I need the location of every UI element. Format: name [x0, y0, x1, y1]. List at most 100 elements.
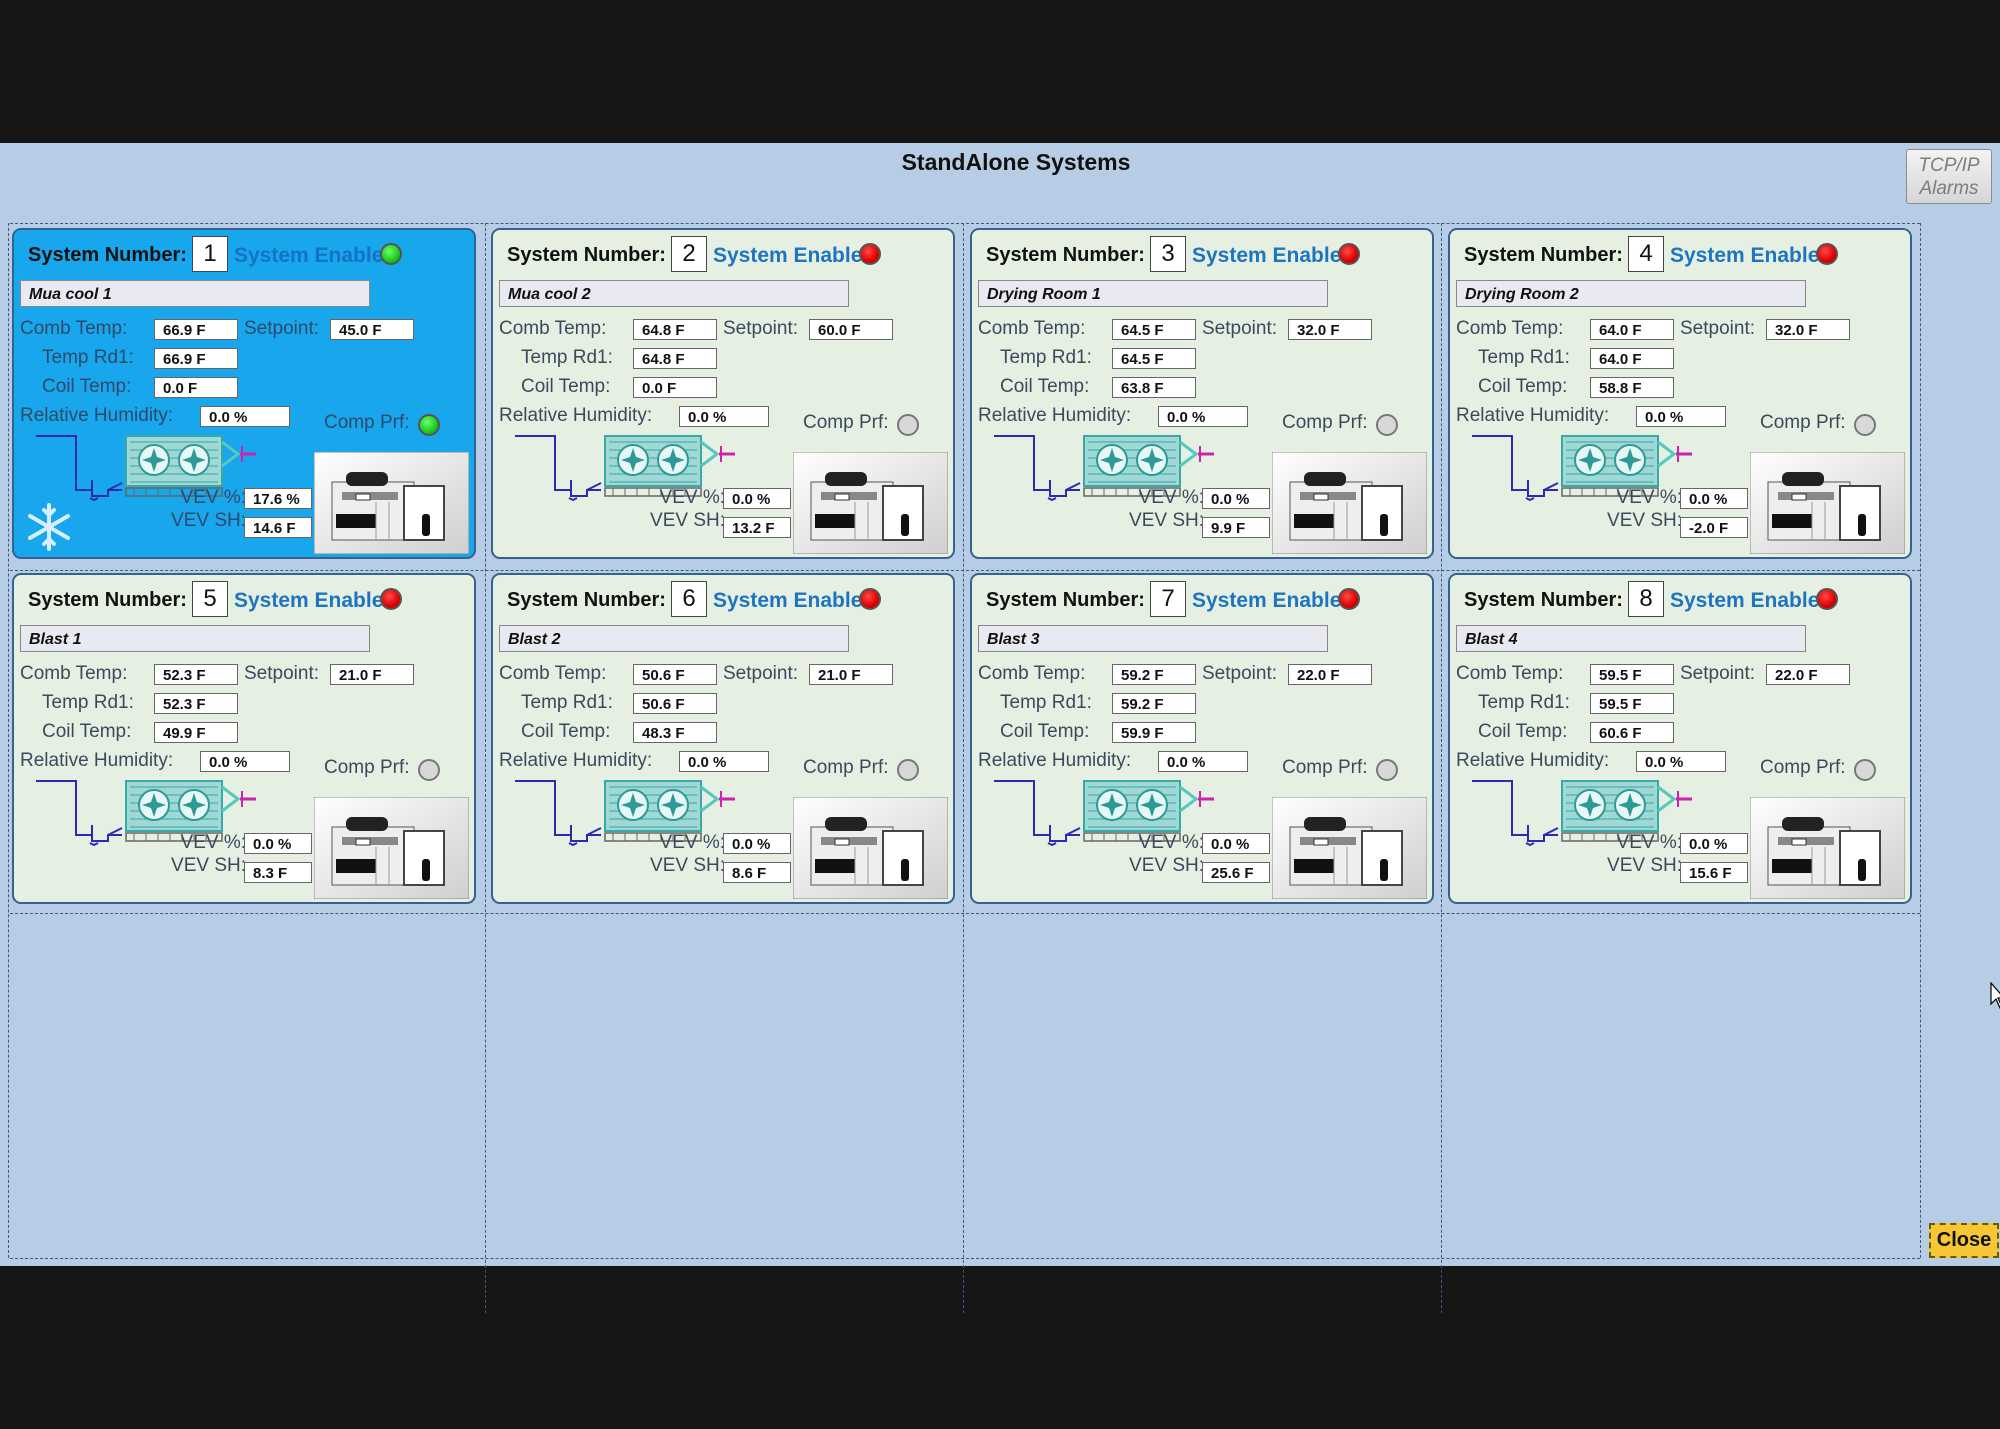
temp-rd1-value: 64.0 F: [1590, 348, 1674, 369]
system-panel[interactable]: System Number: 8 System Enable Blast 4 C…: [1448, 573, 1912, 904]
comb-temp-label: Comb Temp:: [978, 318, 1086, 339]
grid-line: [10, 223, 1920, 224]
system-panel[interactable]: System Number: 4 System Enable Drying Ro…: [1448, 228, 1912, 559]
temp-rd1-label: Temp Rd1:: [1478, 347, 1570, 368]
system-enable-indicator[interactable]: [1338, 588, 1360, 610]
grid-line: [963, 223, 964, 1313]
vev-pct-label: VEV %:: [180, 832, 246, 853]
alarms-label: Alarms: [1919, 178, 1979, 199]
system-panel[interactable]: System Number: 6 System Enable Blast 2 C…: [491, 573, 955, 904]
system-panel[interactable]: System Number: 1 System Enable Mua cool …: [12, 228, 476, 559]
setpoint-value[interactable]: 32.0 F: [1288, 319, 1372, 340]
system-enable-indicator[interactable]: [1816, 588, 1838, 610]
setpoint-value[interactable]: 21.0 F: [330, 664, 414, 685]
system-name-field[interactable]: Blast 3: [978, 625, 1328, 652]
system-name-field[interactable]: Mua cool 2: [499, 280, 849, 307]
coil-temp-label: Coil Temp:: [521, 376, 611, 397]
relative-humidity-value: 0.0 %: [679, 406, 769, 427]
system-number-label: System Number:: [28, 244, 187, 266]
vev-pct-value: 0.0 %: [1680, 488, 1748, 509]
screen-title: StandAlone Systems: [901, 149, 1131, 175]
system-enable-label: System Enable: [234, 244, 384, 267]
grid-line: [10, 570, 1920, 571]
coil-temp-value: 59.9 F: [1112, 722, 1196, 743]
system-enable-indicator[interactable]: [859, 588, 881, 610]
temp-rd1-label: Temp Rd1:: [1000, 692, 1092, 713]
relative-humidity-value: 0.0 %: [200, 406, 290, 427]
system-number-field[interactable]: 3: [1150, 236, 1186, 272]
setpoint-value[interactable]: 45.0 F: [330, 319, 414, 340]
setpoint-label: Setpoint:: [244, 663, 319, 684]
coil-temp-label: Coil Temp:: [1478, 376, 1568, 397]
relative-humidity-label: Relative Humidity:: [20, 405, 174, 426]
system-enable-indicator[interactable]: [1816, 243, 1838, 265]
relative-humidity-label: Relative Humidity:: [499, 750, 653, 771]
system-name-field[interactable]: Drying Room 1: [978, 280, 1328, 307]
comb-temp-value: 52.3 F: [154, 664, 238, 685]
comp-prf-indicator: [418, 414, 440, 436]
system-number-field[interactable]: 4: [1628, 236, 1664, 272]
system-number-label: System Number:: [986, 244, 1145, 266]
setpoint-label: Setpoint:: [1680, 318, 1755, 339]
system-number-field[interactable]: 6: [671, 581, 707, 617]
comb-temp-value: 59.2 F: [1112, 664, 1196, 685]
comp-prf-indicator: [418, 759, 440, 781]
vev-pct-value: 0.0 %: [1202, 833, 1270, 854]
system-name-field[interactable]: Blast 1: [20, 625, 370, 652]
setpoint-value[interactable]: 32.0 F: [1766, 319, 1850, 340]
system-panel[interactable]: System Number: 2 System Enable Mua cool …: [491, 228, 955, 559]
setpoint-value[interactable]: 21.0 F: [809, 664, 893, 685]
vev-sh-label: VEV SH:: [171, 855, 246, 876]
setpoint-value[interactable]: 60.0 F: [809, 319, 893, 340]
condensing-unit-image: [313, 796, 470, 900]
system-name-field[interactable]: Blast 2: [499, 625, 849, 652]
system-number-label: System Number:: [986, 589, 1145, 611]
system-panel[interactable]: System Number: 5 System Enable Blast 1 C…: [12, 573, 476, 904]
system-enable-indicator[interactable]: [859, 243, 881, 265]
system-name-field[interactable]: Blast 4: [1456, 625, 1806, 652]
comp-prf-label: Comp Prf:: [803, 757, 889, 778]
setpoint-label: Setpoint:: [244, 318, 319, 339]
system-number-label: System Number:: [507, 244, 666, 266]
coil-temp-value: 63.8 F: [1112, 377, 1196, 398]
system-number-field[interactable]: 2: [671, 236, 707, 272]
vev-sh-value: -2.0 F: [1680, 517, 1748, 538]
close-button[interactable]: Close: [1929, 1223, 1999, 1258]
coil-temp-value: 60.6 F: [1590, 722, 1674, 743]
comb-temp-label: Comb Temp:: [20, 318, 128, 339]
temp-rd1-value: 59.2 F: [1112, 693, 1196, 714]
vev-pct-value: 0.0 %: [1202, 488, 1270, 509]
tcp-ip-alarms-button[interactable]: TCP/IP Alarms: [1906, 149, 1992, 204]
comp-prf-label: Comp Prf:: [1760, 412, 1846, 433]
system-panel[interactable]: System Number: 7 System Enable Blast 3 C…: [970, 573, 1434, 904]
system-panel[interactable]: System Number: 3 System Enable Drying Ro…: [970, 228, 1434, 559]
setpoint-value[interactable]: 22.0 F: [1288, 664, 1372, 685]
system-number-field[interactable]: 5: [192, 581, 228, 617]
setpoint-label: Setpoint:: [723, 663, 798, 684]
temp-rd1-label: Temp Rd1:: [521, 692, 613, 713]
system-number-label: System Number:: [1464, 244, 1623, 266]
system-enable-indicator[interactable]: [380, 243, 402, 265]
condensing-unit-image: [1749, 796, 1906, 900]
system-enable-indicator[interactable]: [380, 588, 402, 610]
coil-temp-value: 49.9 F: [154, 722, 238, 743]
comb-temp-label: Comb Temp:: [1456, 318, 1564, 339]
relative-humidity-value: 0.0 %: [1158, 406, 1248, 427]
temp-rd1-label: Temp Rd1:: [521, 347, 613, 368]
setpoint-label: Setpoint:: [1202, 318, 1277, 339]
system-enable-indicator[interactable]: [1338, 243, 1360, 265]
comb-temp-value: 59.5 F: [1590, 664, 1674, 685]
temp-rd1-value: 50.6 F: [633, 693, 717, 714]
evaporator-schematic: [509, 428, 749, 543]
system-number-field[interactable]: 7: [1150, 581, 1186, 617]
system-name-field[interactable]: Mua cool 1: [20, 280, 370, 307]
system-number-field[interactable]: 8: [1628, 581, 1664, 617]
system-number-field[interactable]: 1: [192, 236, 228, 272]
temp-rd1-value: 64.5 F: [1112, 348, 1196, 369]
setpoint-value[interactable]: 22.0 F: [1766, 664, 1850, 685]
system-name-field[interactable]: Drying Room 2: [1456, 280, 1806, 307]
relative-humidity-value: 0.0 %: [1636, 751, 1726, 772]
mouse-cursor-icon: [1990, 982, 2000, 1009]
vev-pct-label: VEV %:: [659, 832, 725, 853]
grid-line: [10, 1258, 1920, 1259]
